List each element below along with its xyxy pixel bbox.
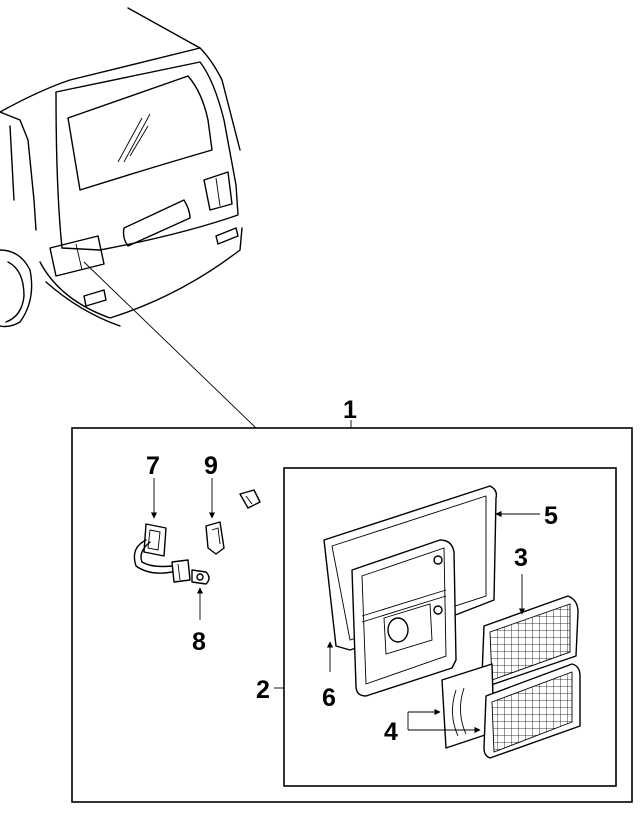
callout-6: 6 bbox=[322, 684, 336, 712]
lamp-housing-part bbox=[351, 539, 457, 697]
lower-lens-part bbox=[441, 663, 581, 759]
bulb-part bbox=[191, 569, 210, 585]
lamp-assembly-frame bbox=[283, 467, 617, 787]
callout-2: 2 bbox=[256, 676, 270, 704]
screw-part bbox=[239, 489, 261, 509]
vehicle-rear-illustration bbox=[0, 7, 257, 429]
callout-8: 8 bbox=[192, 628, 206, 656]
callout-7: 7 bbox=[146, 452, 160, 480]
callout-9: 9 bbox=[204, 452, 218, 480]
assembly-frame bbox=[71, 427, 633, 803]
callout-3: 3 bbox=[514, 544, 528, 572]
callout-4: 4 bbox=[384, 718, 398, 746]
socket-wire-part bbox=[133, 523, 191, 583]
callout-5: 5 bbox=[544, 502, 558, 530]
clip-part bbox=[205, 521, 225, 555]
callout-1: 1 bbox=[343, 396, 357, 424]
